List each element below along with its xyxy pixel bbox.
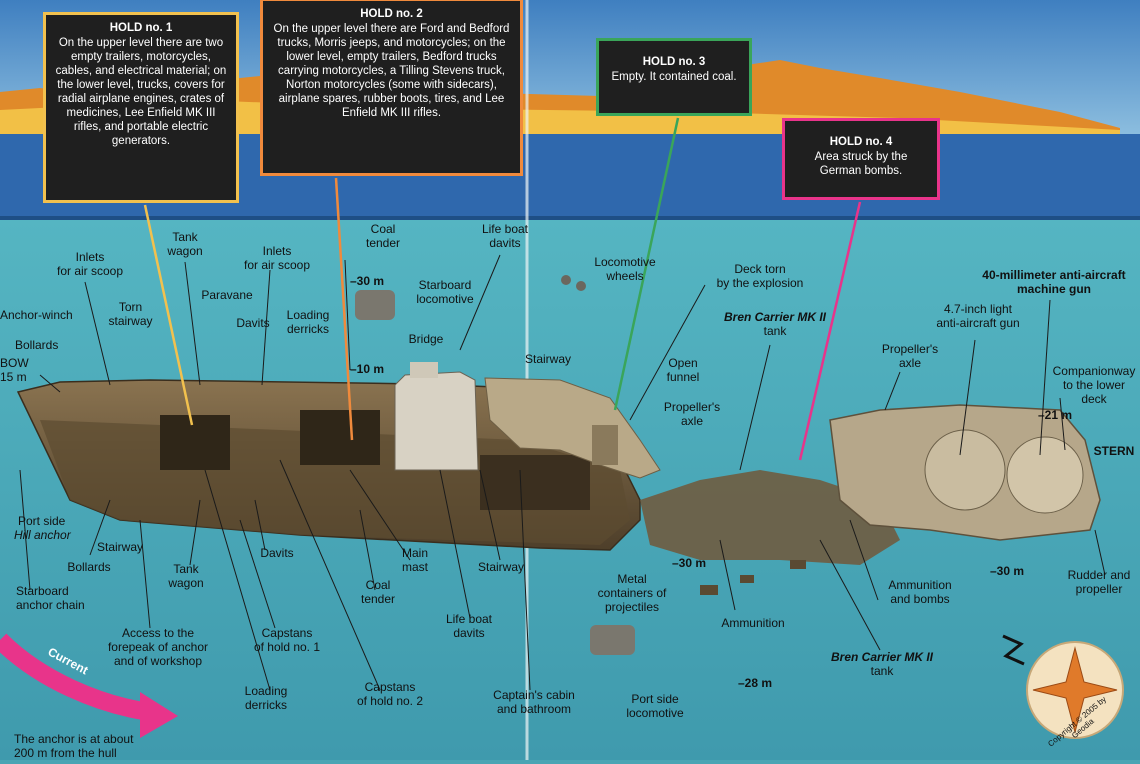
- label-metal-containers: Metal containers of projectiles: [597, 572, 667, 614]
- north-icon: [1002, 634, 1025, 666]
- label-starboard-anchor-chain: Starboard anchor chain: [16, 584, 85, 612]
- label-davits-top: Davits: [236, 316, 270, 330]
- hold-1-box: HOLD no. 1 On the upper level there are …: [43, 12, 239, 203]
- waterline: [0, 216, 1140, 220]
- label-bollards-top: Bollards: [15, 338, 59, 352]
- label-rudder-propeller: Rudder and propeller: [1067, 568, 1131, 596]
- label-anchor-winch: Anchor-winch: [0, 308, 73, 322]
- label-port-side-anchor-a: Port side: [18, 514, 66, 528]
- hold-1-text: On the upper level there are two empty t…: [55, 37, 227, 147]
- hold-3-opening: [480, 455, 590, 510]
- label-loading-derricks-top: Loading derricks: [286, 308, 330, 336]
- hold-4-title: HOLD no. 4: [829, 136, 893, 148]
- label-bren-carrier-bottom-sub: tank: [870, 664, 894, 678]
- hold-4-text: Area struck by the German bombs.: [814, 151, 908, 177]
- funnel: [592, 425, 618, 465]
- label-aa-40mm: 40-millimeter anti-aircraft machine gun: [982, 268, 1126, 296]
- label-davits-bottom: Davits: [260, 546, 294, 560]
- port-locomotive: [590, 625, 635, 655]
- hold-1-leader: [143, 204, 194, 426]
- hold-3-text: Empty. It contained coal.: [611, 71, 737, 83]
- debris-field: [640, 470, 900, 565]
- hold-2-box: HOLD no. 2 On the upper level there are …: [260, 0, 523, 176]
- label-stairway-bottom: Stairway: [96, 540, 143, 554]
- label-tank-wagon-top: Tank wagon: [167, 230, 203, 258]
- hold-3-box: HOLD no. 3 Empty. It contained coal.: [596, 38, 752, 116]
- label-loading-derricks-bottom: Loading derricks: [244, 684, 288, 712]
- label-capstans-hold-2: Capstans of hold no. 2: [356, 680, 424, 708]
- label-companionway: Companionway to the lower deck: [1052, 364, 1136, 406]
- debris-1: [700, 585, 718, 595]
- compass-star: [1032, 646, 1118, 734]
- bridge-top: [410, 362, 438, 378]
- hold-2-title: HOLD no. 2: [360, 8, 423, 20]
- label-anchor-note: The anchor is at about 200 m from the hu…: [14, 732, 134, 760]
- label-stairway-bottom-2: Stairway: [477, 560, 524, 574]
- label-bren-carrier-top-sub: tank: [763, 324, 787, 338]
- label-bridge: Bridge: [408, 332, 444, 346]
- label-port-side-locomotive: Port side locomotive: [626, 692, 684, 720]
- starboard-locomotive: [355, 290, 395, 320]
- label-life-boat-davits-top: Life boat davits: [481, 222, 529, 250]
- hold-1-title: HOLD no. 1: [109, 22, 173, 34]
- label-stairway-mid: Stairway: [524, 352, 571, 366]
- label-bow: BOW 15 m: [0, 356, 29, 384]
- label-port-side-anchor-b: Hill anchor: [14, 528, 71, 542]
- hold-1-opening: [160, 415, 230, 470]
- label-deck-torn: Deck torn by the explosion: [716, 262, 804, 290]
- label-open-funnel: Open funnel: [666, 356, 700, 384]
- hold-2-opening: [300, 410, 380, 465]
- label-starboard-locomotive: Starboard locomotive: [416, 278, 474, 306]
- hold-3-title: HOLD no. 3: [642, 56, 706, 68]
- current-arrow: [0, 633, 152, 721]
- label-depth-21: –21 m: [1037, 408, 1073, 422]
- debris-3: [790, 560, 806, 569]
- label-propeller-axle-right: Propeller's axle: [881, 342, 939, 370]
- label-stern: STERN: [1093, 444, 1135, 458]
- stern-gun-platform: [924, 429, 1006, 511]
- label-captains-cabin: Captain's cabin and bathroom: [493, 688, 575, 716]
- debris-2: [740, 575, 754, 583]
- hold-4-leader: [798, 201, 862, 461]
- label-locomotive-wheels: Locomotive wheels: [594, 255, 656, 283]
- label-depth-28: –28 m: [737, 676, 773, 690]
- label-depth-30-top: –30 m: [349, 274, 385, 288]
- label-inlets-air-scoop-2: Inlets for air scoop: [243, 244, 311, 272]
- label-coal-tender-top: Coal tender: [365, 222, 401, 250]
- label-bren-carrier-top: Bren Carrier MK II: [723, 310, 827, 324]
- label-depth-30-right: –30 m: [989, 564, 1025, 578]
- bridge-structure: [394, 371, 479, 471]
- hold-3-leader: [613, 117, 680, 411]
- stern-aa-platform: [1006, 436, 1084, 514]
- label-paravane: Paravane: [201, 288, 253, 302]
- current-arrow-head: [140, 692, 178, 738]
- label-access-forepeak: Access to the forepeak of anchor and of …: [107, 626, 209, 668]
- label-ammunition-bombs: Ammunition and bombs: [888, 578, 952, 606]
- label-main-mast: Main mast: [401, 546, 428, 574]
- label-propeller-axle-mid: Propeller's axle: [663, 400, 721, 428]
- label-tank-wagon-bottom: Tank wagon: [168, 562, 204, 590]
- label-capstans-hold-1: Capstans of hold no. 1: [253, 626, 321, 654]
- label-life-boat-davits-bottom: Life boat davits: [445, 612, 493, 640]
- hold-4-box: HOLD no. 4 Area struck by the German bom…: [782, 118, 940, 200]
- label-coal-tender-bottom: Coal tender: [360, 578, 396, 606]
- label-bollards-bottom: Bollards: [67, 560, 111, 574]
- label-bren-carrier-bottom: Bren Carrier MK II: [830, 650, 934, 664]
- label-torn-stairway: Torn stairway: [108, 300, 153, 328]
- loco-wheel-2: [576, 281, 586, 291]
- label-depth-30-mid: –30 m: [671, 556, 707, 570]
- label-inlets-air-scoop-1: Inlets for air scoop: [56, 250, 124, 278]
- loco-wheel-1: [561, 275, 571, 285]
- hold-2-text: On the upper level there are Ford and Be…: [273, 23, 510, 119]
- label-aa-47inch: 4.7-inch light anti-aircraft gun: [936, 302, 1020, 330]
- label-leaders: [19, 254, 1106, 691]
- label-ammunition: Ammunition: [721, 616, 785, 630]
- label-depth-10: –10 m: [349, 362, 385, 376]
- hold-2-leader: [334, 177, 354, 441]
